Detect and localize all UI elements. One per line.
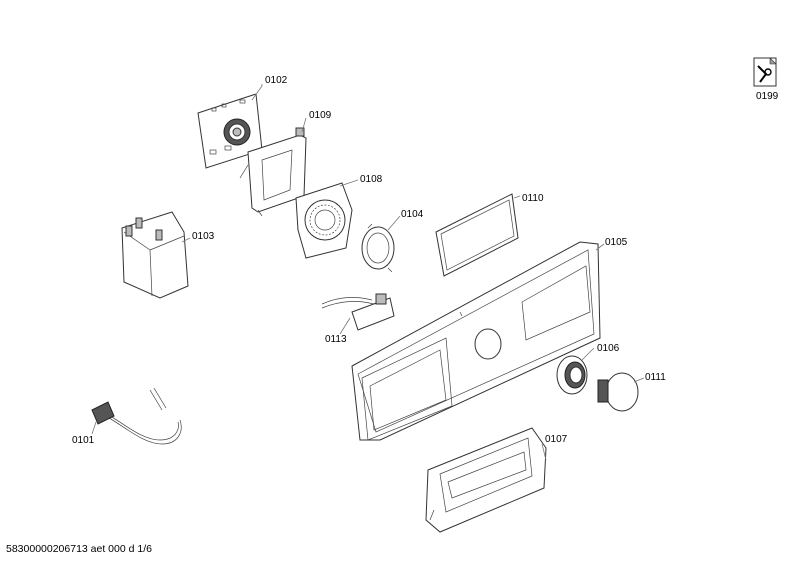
part-0103-module[interactable] bbox=[121, 211, 189, 299]
part-0106-knob[interactable] bbox=[556, 355, 588, 395]
part-0113-wiring[interactable] bbox=[321, 293, 395, 331]
label-0110: 0110 bbox=[522, 193, 544, 204]
label-0102: 0102 bbox=[265, 75, 288, 86]
label-0113: 0113 bbox=[325, 334, 347, 345]
label-0103: 0103 bbox=[192, 231, 215, 242]
part-0111-knob-cap[interactable] bbox=[597, 372, 639, 412]
label-0108: 0108 bbox=[360, 174, 383, 185]
label-0104: 0104 bbox=[401, 209, 424, 220]
part-0110-display-window[interactable] bbox=[435, 193, 519, 277]
label-0199: 0199 bbox=[756, 91, 779, 102]
part-0101-power-cable[interactable] bbox=[91, 387, 182, 445]
label-0109: 0109 bbox=[309, 110, 332, 121]
label-0111: 0111 bbox=[645, 372, 666, 383]
part-0105-control-panel[interactable] bbox=[351, 241, 601, 441]
document-footer-id: 58300000206713 aet 000 d 1/6 bbox=[6, 543, 152, 555]
label-0101: 0101 bbox=[72, 435, 95, 446]
label-0106: 0106 bbox=[597, 343, 620, 354]
part-0104-ring[interactable] bbox=[361, 223, 395, 273]
part-0107-drawer-handle[interactable] bbox=[425, 427, 547, 533]
part-0108-knob-frame[interactable] bbox=[295, 182, 353, 259]
label-0107: 0107 bbox=[545, 434, 568, 445]
part-0102-control-board[interactable] bbox=[197, 93, 263, 169]
wrench-icon[interactable] bbox=[753, 57, 777, 87]
label-0105: 0105 bbox=[605, 237, 628, 248]
